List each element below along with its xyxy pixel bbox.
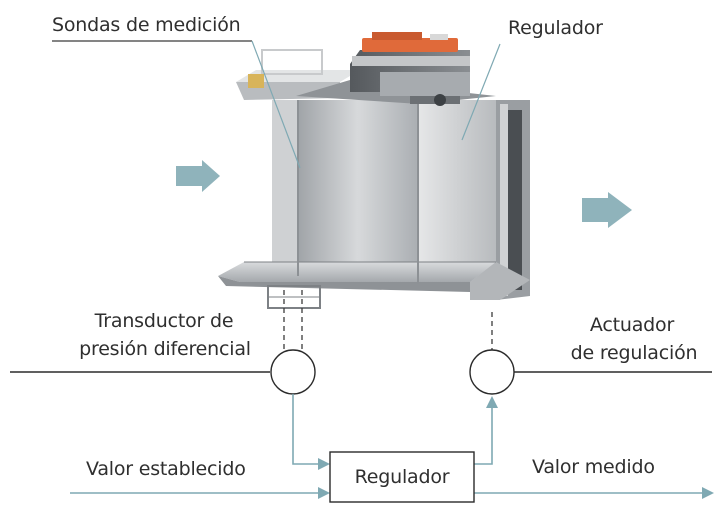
setpoint-arrowhead <box>318 487 330 499</box>
pressure-tap-lines <box>283 290 303 350</box>
output-arrowhead <box>702 487 714 499</box>
regulator-box <box>329 451 475 503</box>
control-signal-arrowhead <box>486 396 498 408</box>
probes-leader-diagonal <box>251 40 301 169</box>
control-signal-path <box>474 404 493 465</box>
transducer-box <box>267 285 321 309</box>
transducer-symbol <box>270 349 316 395</box>
setpoint-label: Valor establecido <box>86 458 246 480</box>
transducer-label-line2: presión diferencial <box>79 338 251 360</box>
regulator-top-leader-line <box>461 43 501 141</box>
measured-value-label: Valor medido <box>532 456 655 478</box>
transducer-label-line1: Transductor de <box>94 310 234 332</box>
probes-label: Sondas de medición <box>52 14 241 36</box>
measured-signal-path <box>292 394 324 465</box>
actuator-symbol <box>469 349 515 395</box>
actuator-label-line2: de regulación <box>570 342 698 364</box>
actuator-label-line1: Actuador <box>589 314 675 336</box>
inflow-arrow <box>176 160 220 192</box>
regulator-top-label: Regulador <box>508 17 603 39</box>
outflow-arrow <box>582 192 632 228</box>
actuator-housing <box>350 32 470 106</box>
regulator-box-label: Regulador <box>354 466 450 488</box>
measured-signal-arrowhead <box>318 458 330 470</box>
